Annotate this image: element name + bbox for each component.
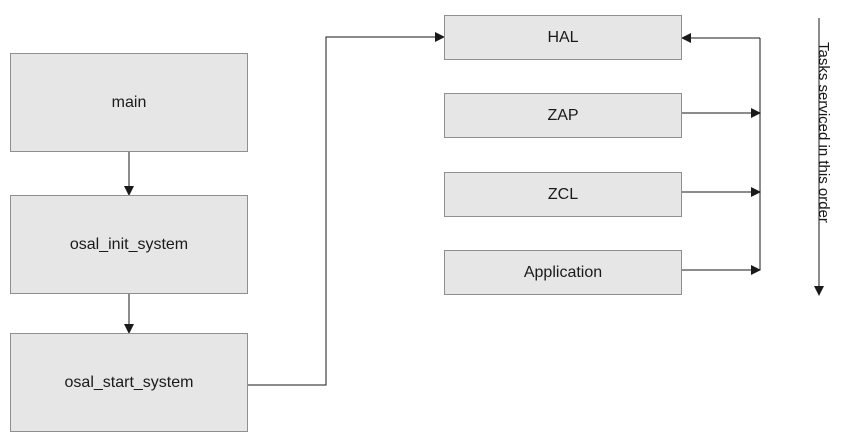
zcl-task-label: ZCL bbox=[547, 185, 579, 203]
hal-task-label: HAL bbox=[547, 28, 579, 46]
hal-task-node: HAL bbox=[444, 15, 682, 60]
osal-start-system-node: osal_start_system bbox=[10, 333, 248, 432]
osal-start-system-label: osal_start_system bbox=[64, 373, 194, 391]
application-task-node: Application bbox=[444, 250, 682, 295]
application-task-label: Application bbox=[523, 263, 603, 281]
main-node: main bbox=[10, 53, 248, 152]
main-node-label: main bbox=[111, 93, 147, 111]
zap-task-label: ZAP bbox=[547, 106, 579, 124]
osal-init-system-node: osal_init_system bbox=[10, 195, 248, 294]
task-order-label: Tasks serviced in this order bbox=[815, 42, 832, 223]
zap-task-node: ZAP bbox=[444, 93, 682, 138]
zcl-task-node: ZCL bbox=[444, 172, 682, 217]
osal-init-system-label: osal_init_system bbox=[69, 235, 189, 253]
arrow-start-to-hal bbox=[248, 32, 445, 386]
